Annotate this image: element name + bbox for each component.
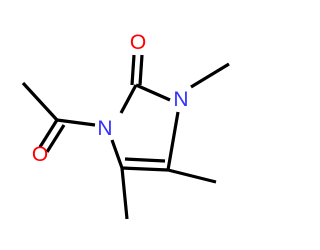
- bond-c4-c5-a: [121, 166, 169, 172]
- bond-c2-n3: [135, 83, 171, 102]
- bond-acetyl-o-b: [45, 124, 66, 153]
- bond-c2-n1: [119, 84, 138, 114]
- bonds: [21, 54, 230, 220]
- bond-c4-c5-b: [124, 157, 166, 163]
- diagram-canvas: N N O O: [21, 31, 230, 220]
- bond-c5-n1: [110, 139, 124, 169]
- bond-c2-o-double-a: [130, 54, 136, 86]
- molecule-structure: N N O O: [21, 31, 230, 220]
- atom-o-ring-carbonyl: O: [130, 31, 146, 54]
- bond-n1-acetyl: [56, 118, 96, 127]
- bond-acetyl-o-a: [38, 119, 59, 148]
- bond-acetyl-methyl: [21, 81, 59, 122]
- atom-o-acetyl: O: [32, 143, 48, 166]
- bond-c2-o-double-b: [138, 54, 144, 86]
- bond-c4-methyl: [167, 168, 217, 184]
- bond-n3-c4: [166, 111, 180, 171]
- bond-c5-methyl: [120, 167, 129, 220]
- bond-n3-methyl: [190, 62, 230, 89]
- atom-labels: N N O O: [32, 31, 189, 166]
- atom-n1: N: [97, 117, 112, 140]
- atom-n3: N: [173, 88, 188, 111]
